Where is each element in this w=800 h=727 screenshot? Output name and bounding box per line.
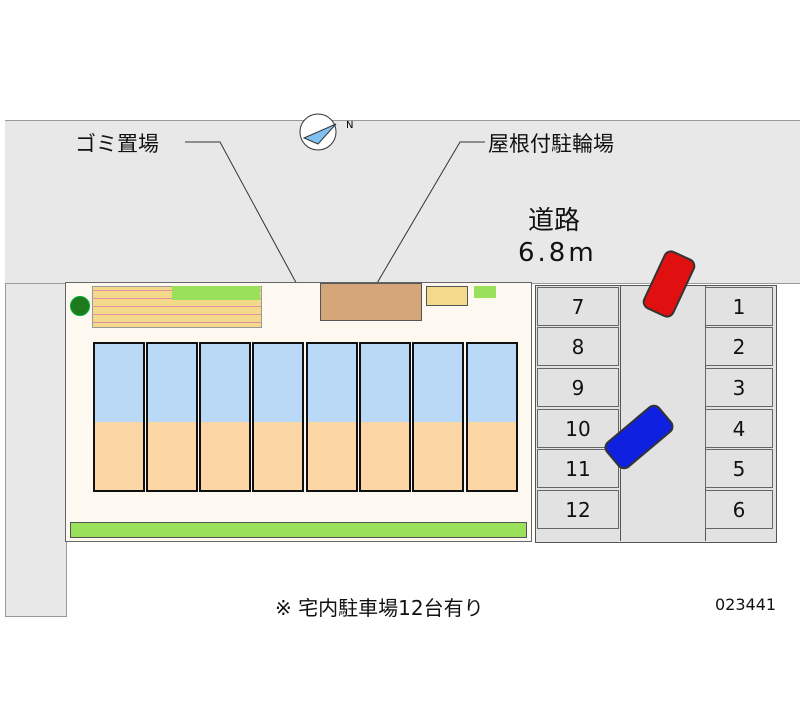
- hedge-south: [70, 522, 527, 538]
- parking-stall-10: 10: [537, 409, 619, 448]
- parking-stall-8: 8: [537, 327, 619, 366]
- property-code: 023441: [715, 595, 777, 614]
- unit: [306, 342, 358, 492]
- compass-icon: N: [299, 113, 353, 151]
- hedge: [172, 286, 260, 300]
- parking-stall-12: 12: [537, 490, 619, 529]
- parking-stall-7: 7: [537, 287, 619, 326]
- parking-stall-5: 5: [705, 449, 773, 488]
- unit: [412, 342, 464, 492]
- bike-shelter: [320, 283, 422, 321]
- unit: [466, 342, 518, 492]
- parking-stall-2: 2: [705, 327, 773, 366]
- unit: [359, 342, 411, 492]
- parking-stall-3: 3: [705, 368, 773, 407]
- garbage-label: ゴミ置場: [75, 132, 159, 156]
- unit: [252, 342, 304, 492]
- garbage-station: [426, 286, 468, 306]
- tree-icon: [70, 296, 90, 316]
- parking-stall-11: 11: [537, 449, 619, 488]
- unit: [93, 342, 145, 492]
- hedge: [474, 286, 496, 298]
- parking-stall-6: 6: [705, 490, 773, 529]
- parking-note: ※ 宅内駐車場12台有り: [275, 596, 484, 620]
- bike-parking-label: 屋根付駐輪場: [488, 132, 614, 156]
- parking-stall-4: 4: [705, 409, 773, 448]
- unit: [199, 342, 251, 492]
- unit: [146, 342, 198, 492]
- svg-text:N: N: [346, 120, 353, 131]
- parking-stall-9: 9: [537, 368, 619, 407]
- parking-stall-1: 1: [705, 287, 773, 326]
- road-width-label: 6.8m: [518, 238, 597, 268]
- road-label: 道路: [528, 206, 581, 236]
- compass: N: [298, 110, 353, 154]
